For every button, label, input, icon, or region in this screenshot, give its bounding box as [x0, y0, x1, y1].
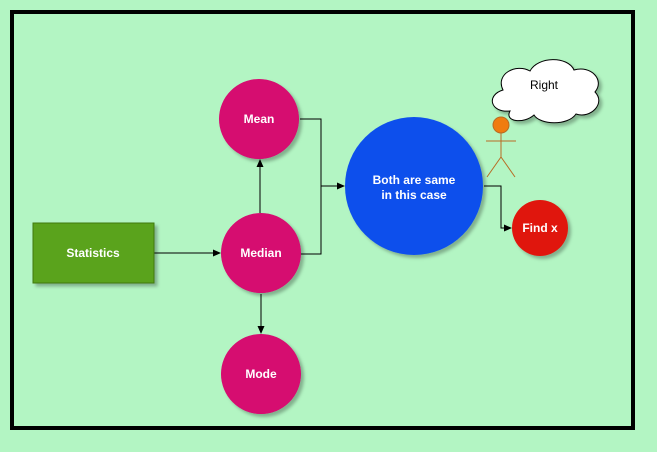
edge-both-to-findx [484, 185, 512, 232]
person-head [492, 116, 510, 134]
diagram-frame [10, 10, 635, 430]
mode-label: Mode [245, 367, 277, 381]
node-median[interactable]: Median [221, 213, 301, 293]
both-same-label-line2: in this case [381, 188, 447, 202]
thought-cloud-icon[interactable]: Right [491, 59, 600, 124]
person-left-leg [486, 156, 502, 178]
mean-label: Mean [244, 112, 275, 126]
node-statistics[interactable]: Statistics [32, 222, 155, 284]
both-same-label-line1: Both are same [373, 173, 456, 187]
median-label: Median [240, 246, 281, 260]
statistics-box [32, 222, 155, 284]
node-both-same[interactable]: Both are same in this case [345, 117, 483, 255]
both-same-circle [345, 117, 483, 255]
stick-figure-icon[interactable] [486, 116, 516, 178]
cloud-label: Right [530, 78, 559, 92]
statistics-label: Statistics [66, 246, 120, 260]
edges [154, 118, 512, 334]
edge-median-to-both [301, 186, 322, 255]
node-find-x[interactable]: Find x [512, 200, 568, 256]
find-x-circle [512, 200, 568, 256]
mean-circle [219, 79, 299, 159]
find-x-label: Find x [522, 221, 558, 235]
person-right-leg [500, 156, 516, 178]
cloud-shape [491, 59, 600, 124]
median-circle [221, 213, 301, 293]
edge-mean-to-both [300, 118, 345, 190]
node-mode[interactable]: Mode [221, 334, 301, 414]
node-mean[interactable]: Mean [219, 79, 299, 159]
mode-circle [221, 334, 301, 414]
